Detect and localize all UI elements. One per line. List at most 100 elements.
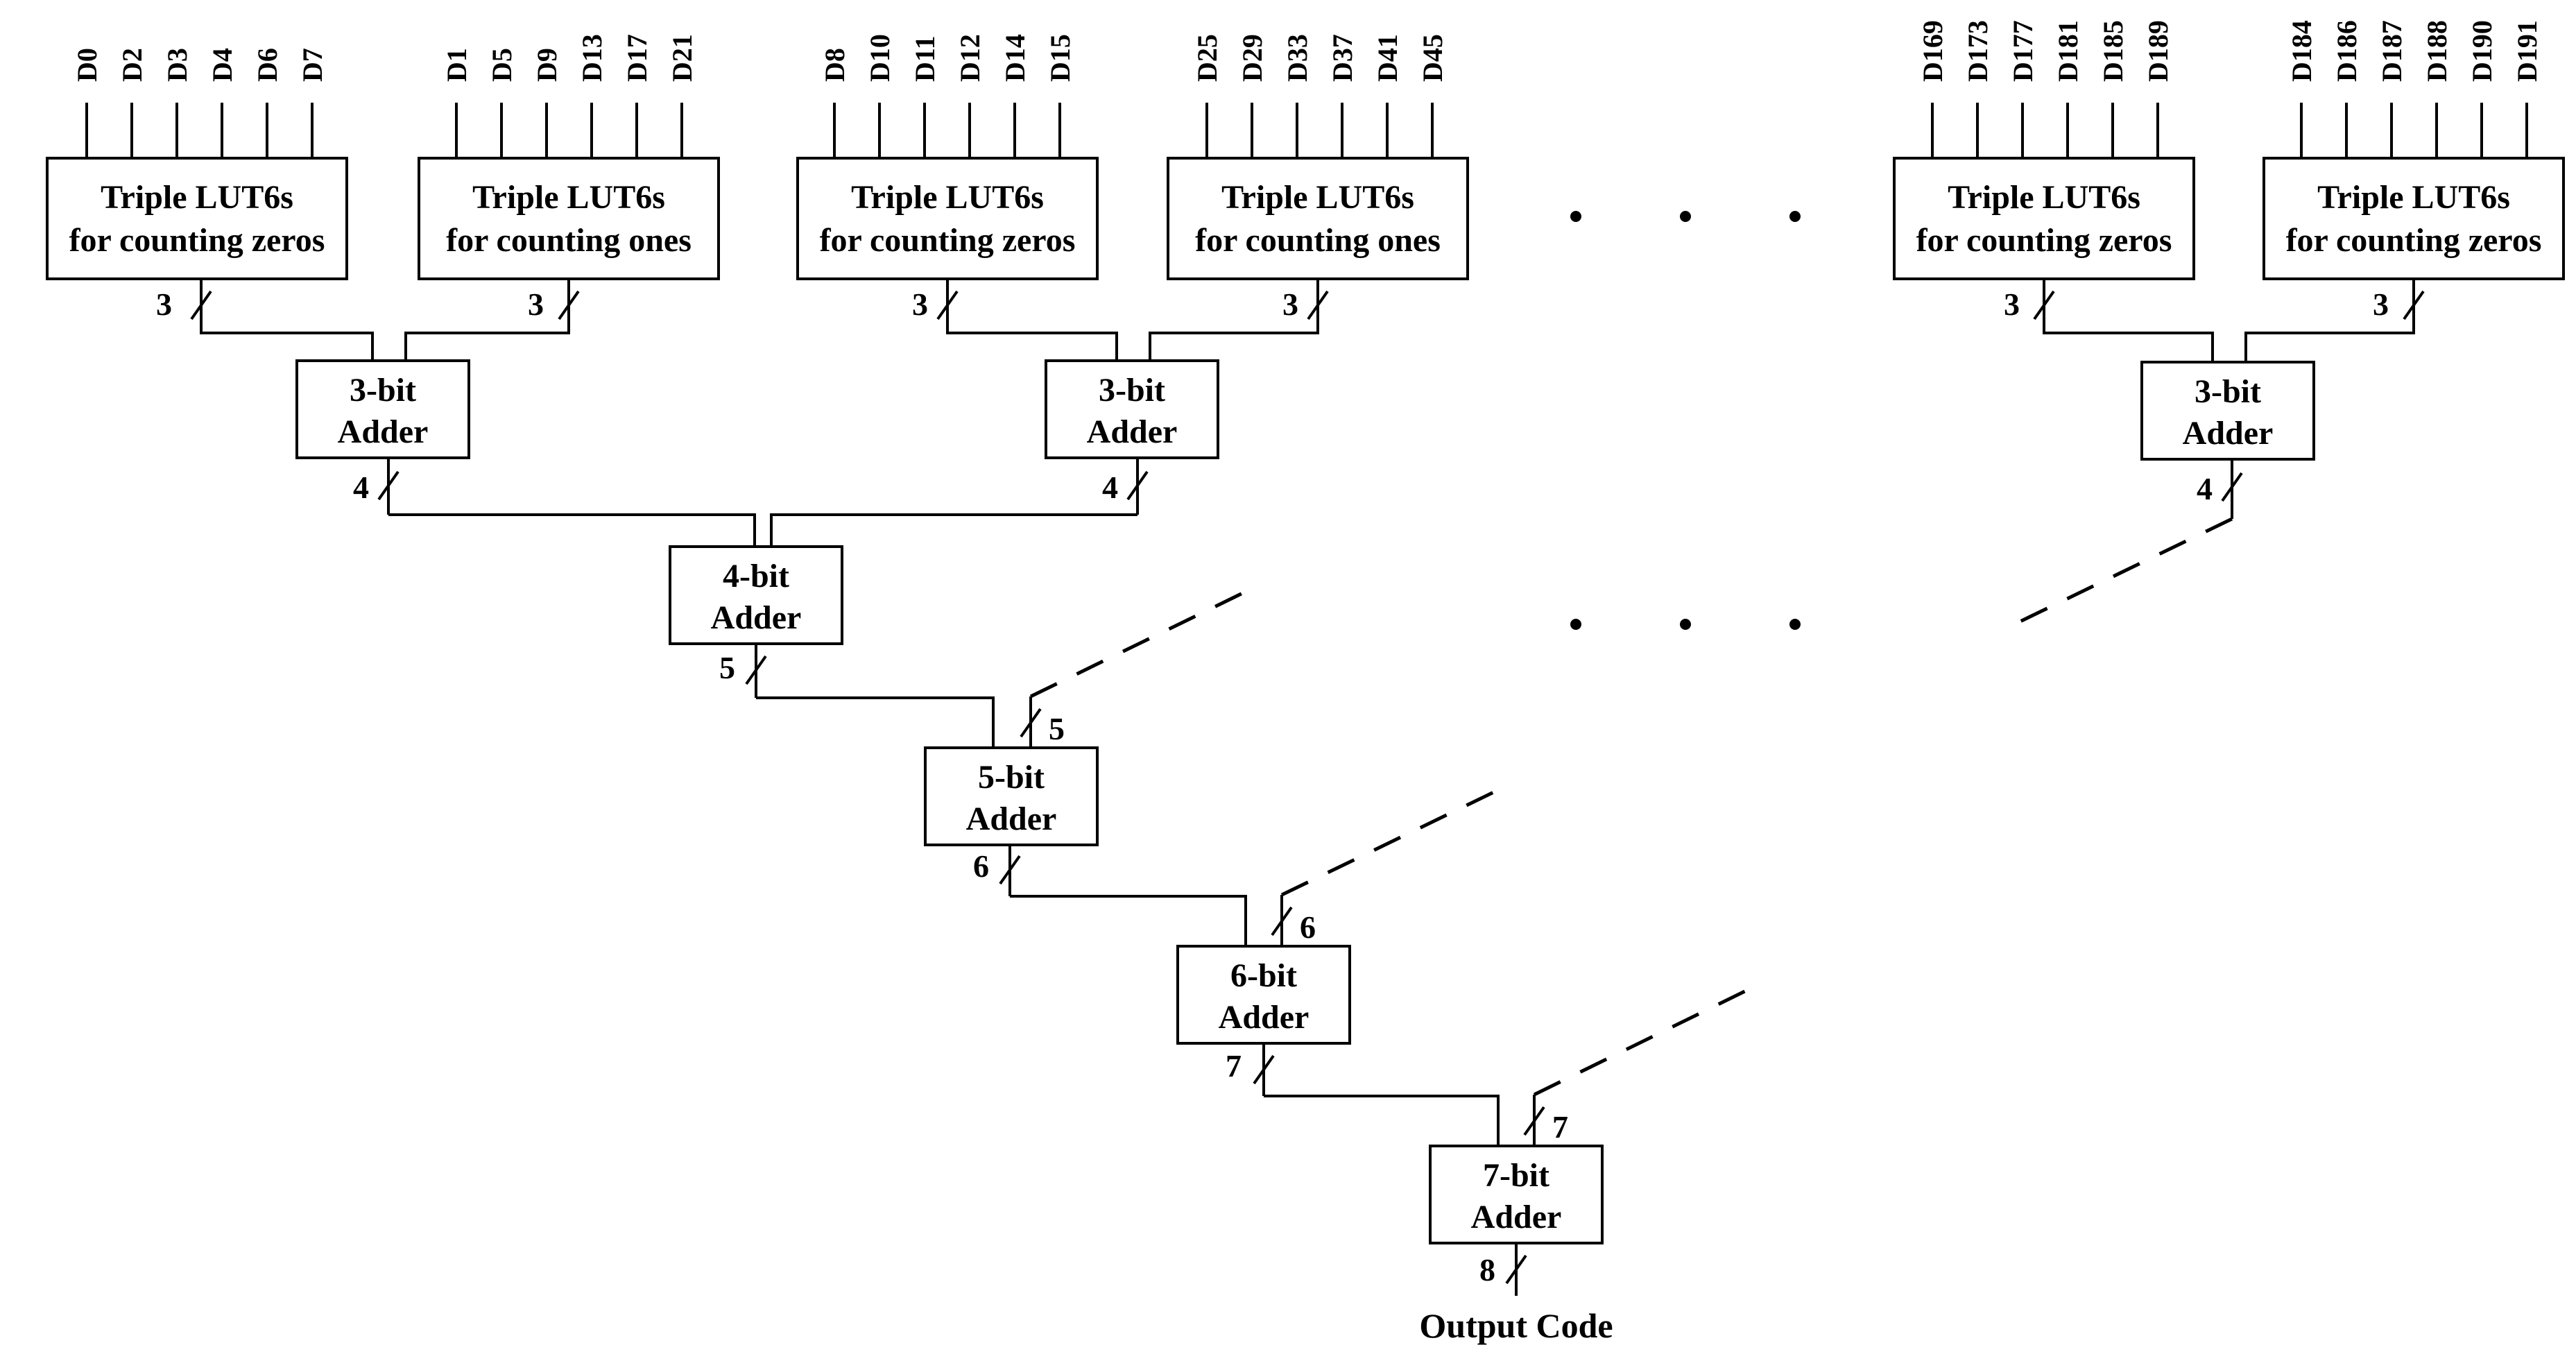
adder-6bit: 6 6-bit Adder 7 (1176, 786, 1504, 1146)
input-label: D185 (2097, 20, 2129, 82)
bus-width-label: 6 (1300, 909, 1316, 945)
input-label: D4 (207, 48, 238, 82)
input-label: D41 (1372, 34, 1403, 82)
adder-subtitle: Adder (1219, 999, 1310, 1036)
bus-width-label: 4 (353, 470, 369, 505)
right-branch-wires (2010, 515, 2233, 628)
bus-width-label: 3 (912, 286, 928, 322)
lut-block-2: D8 D10 D11 D12 D14 D15 Triple LUT6s for … (796, 34, 1099, 322)
adder-box (295, 359, 470, 459)
lut-box (418, 157, 720, 280)
input-label: D29 (1237, 34, 1268, 82)
adder-title: 3-bit (2195, 373, 2261, 410)
bus-width-label: 7 (1552, 1109, 1568, 1145)
input-label: D45 (1417, 34, 1448, 82)
lut-to-adder-wires (190, 279, 2425, 361)
lut-title: Triple LUT6s (472, 179, 665, 216)
lut-subtitle: for counting zeros (2286, 222, 2542, 259)
lut-title: Triple LUT6s (1221, 179, 1414, 216)
adder-title: 5-bit (978, 759, 1045, 796)
adder-subtitle: Adder (711, 599, 802, 636)
input-label: D15 (1045, 34, 1076, 82)
lut-subtitle: for counting zeros (69, 222, 325, 259)
lut-block-3: D25 D29 D33 D37 D41 D45 Triple LUT6s for… (1167, 34, 1469, 322)
input-label: D8 (819, 48, 850, 82)
input-label: D187 (2376, 20, 2407, 82)
adder-title: 6-bit (1230, 957, 1297, 994)
input-label: D37 (1327, 34, 1358, 82)
adder-box (1045, 359, 1219, 459)
adder-5bit: 5 5-bit Adder 6 (924, 588, 1251, 946)
input-label: D7 (297, 48, 328, 82)
input-label: D5 (486, 48, 517, 82)
lut-block-1: D1 D5 D9 D13 D17 D21 Triple LUT6s for co… (418, 34, 720, 322)
adder-title: 3-bit (350, 372, 416, 409)
input-label: D10 (864, 34, 895, 82)
bus-width-label: 8 (1479, 1252, 1495, 1287)
lut-box (796, 157, 1099, 280)
input-label: D21 (667, 34, 698, 82)
adder-title: 7-bit (1483, 1157, 1549, 1194)
input-label: D177 (2007, 20, 2038, 82)
input-label: D25 (1192, 34, 1223, 82)
input-label: D1 (441, 48, 472, 82)
lut-subtitle: for counting ones (1195, 222, 1441, 259)
lut-title: Triple LUT6s (1948, 179, 2140, 216)
adder-box (2140, 361, 2315, 461)
input-label: D3 (162, 48, 193, 82)
adder-subtitle: Adder (966, 801, 1057, 837)
adder-subtitle: Adder (2183, 415, 2274, 452)
input-label: D190 (2466, 20, 2498, 82)
input-label: D14 (999, 34, 1031, 82)
lut-title: Triple LUT6s (2317, 179, 2510, 216)
lut-box (2262, 157, 2565, 280)
bus-width-label: 6 (973, 848, 989, 884)
input-label: D0 (71, 48, 103, 82)
adder-3bit-1: 3-bit Adder 4 (1045, 359, 1219, 515)
bus-width-label: 3 (2004, 286, 2020, 322)
adder-title: 4-bit (723, 558, 789, 594)
adder-box (669, 545, 843, 645)
lut-box (1167, 157, 1469, 280)
input-label: D189 (2143, 20, 2174, 82)
adder-7bit: 7 7-bit Adder 8 (1429, 984, 1756, 1296)
bus-width-label: 7 (1226, 1048, 1242, 1084)
lut-box (1893, 157, 2195, 280)
wires-to-4bit (388, 513, 1137, 547)
input-label: D186 (2331, 20, 2362, 82)
lut-subtitle: for counting ones (446, 222, 692, 259)
lut-block-5: D184 D186 D187 D188 D190 D191 Triple LUT… (2262, 20, 2565, 322)
adder-3bit-0: 3-bit Adder 4 (295, 359, 470, 515)
bus-width-label: 3 (2373, 286, 2389, 322)
adder-box (1176, 945, 1351, 1045)
adder-box (1429, 1145, 1604, 1244)
bus-width-label: 5 (719, 650, 735, 685)
output-code-label: Output Code (1419, 1306, 1613, 1345)
adder-subtitle: Adder (1471, 1199, 1562, 1235)
input-label: D169 (1917, 20, 1948, 82)
adder-subtitle: Adder (338, 413, 429, 450)
input-label: D181 (2052, 20, 2084, 82)
adder-title: 3-bit (1099, 372, 1165, 409)
bus-width-label: 3 (1282, 286, 1298, 322)
lut-subtitle: for counting zeros (1916, 222, 2172, 259)
bus-width-label: 3 (528, 286, 544, 322)
input-label: D9 (531, 48, 563, 82)
input-label: D173 (1962, 20, 1993, 82)
lut-title: Triple LUT6s (851, 179, 1044, 216)
input-label: D11 (909, 35, 941, 82)
input-label: D191 (2511, 20, 2543, 82)
lut-title: Triple LUT6s (101, 179, 293, 216)
lut-block-4: D169 D173 D177 D181 D185 D189 Triple LUT… (1893, 20, 2195, 322)
ellipsis-top (1570, 211, 1801, 222)
lut-subtitle: for counting zeros (820, 222, 1076, 259)
input-label: D184 (2286, 20, 2317, 82)
input-label: D6 (252, 48, 283, 82)
ellipsis-middle (1570, 619, 1801, 630)
adder-4bit: 4-bit Adder 5 (669, 545, 995, 748)
input-label: D17 (621, 34, 653, 82)
lut-box (46, 157, 348, 280)
bus-width-label: 5 (1049, 711, 1065, 746)
lut-block-0: D0 D2 D3 D4 D6 D7 Triple LUT6s for count… (46, 48, 348, 322)
input-label: D2 (117, 48, 148, 82)
